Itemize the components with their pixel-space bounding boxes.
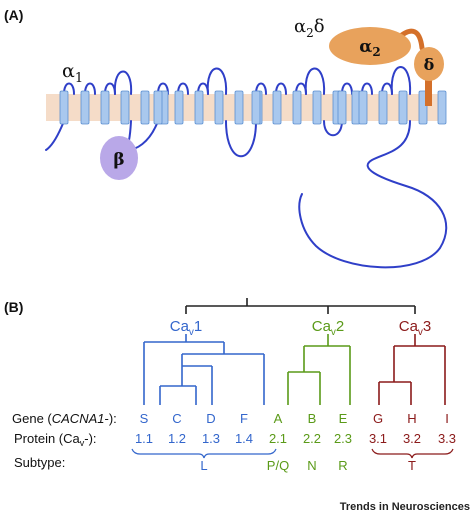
linker-iii-iv (323, 120, 343, 137)
transmembrane-segments (59, 90, 447, 125)
gene-label: G (373, 411, 383, 426)
pore-loop (206, 67, 228, 95)
gene-label: D (206, 411, 215, 426)
subtype-label: L (200, 458, 207, 473)
subtype-label: P/Q (267, 458, 289, 473)
tree-cav3 (378, 334, 446, 405)
gene-label: B (308, 411, 317, 426)
subtype-row-label: Subtype: (14, 455, 65, 470)
protein-label: 3.3 (438, 431, 456, 446)
gene-label: C (172, 411, 181, 426)
tm-segment (378, 90, 388, 125)
tm-segment (194, 90, 204, 125)
gene-label: E (339, 411, 348, 426)
tree-cav1 (143, 334, 265, 405)
alpha2delta-label: α2δ (294, 16, 325, 40)
tm-segment (214, 90, 224, 125)
protein-label: 2.3 (334, 431, 352, 446)
pore-loop (113, 70, 133, 95)
dendrogram (143, 298, 446, 405)
tree-cav2 (287, 334, 351, 405)
tm-segment (251, 90, 261, 125)
protein-label: 1.4 (235, 431, 253, 446)
tm-segment (59, 90, 69, 125)
subtype-label: T (408, 458, 416, 473)
tm-segment (312, 90, 322, 125)
delta-label: δ (424, 55, 435, 74)
gene-row-label: Gene (CACNA1-): (12, 411, 117, 426)
protein-label: 1.3 (202, 431, 220, 446)
protein-row-label: Protein (Cav-): (14, 431, 97, 448)
journal-footer: Trends in Neurosciences (340, 501, 470, 513)
delta-subunit (414, 47, 444, 81)
brace-l (131, 448, 277, 459)
tm-segment (140, 90, 150, 125)
n-terminus (45, 120, 65, 151)
tm-segment (80, 90, 90, 125)
beta-subunit (100, 136, 138, 180)
subtype-label: N (307, 458, 316, 473)
family-label-cav1: Cav1 (170, 318, 203, 338)
gene-label: I (445, 411, 449, 426)
protein-label: 1.1 (135, 431, 153, 446)
tm-segment (120, 90, 130, 125)
linker-ii-iii (225, 120, 257, 158)
tm-segment (337, 90, 347, 125)
pore-loop (390, 66, 412, 95)
tm-segment (100, 90, 110, 125)
gene-label: F (240, 411, 248, 426)
alpha2-subunit (329, 27, 411, 65)
tree-root (185, 298, 416, 314)
gene-label: S (140, 411, 149, 426)
panel-b-label: (B) (4, 299, 23, 315)
tm-segment (292, 90, 302, 125)
protein-label: 3.1 (369, 431, 387, 446)
beta-label: β (113, 150, 124, 170)
subtype-braces (131, 448, 454, 459)
family-label-cav2: Cav2 (312, 318, 345, 338)
tm-segment (234, 90, 244, 125)
gene-label: A (274, 411, 283, 426)
brace-t (371, 448, 454, 459)
tm-segment (153, 90, 163, 125)
delta-stem (425, 76, 432, 106)
protein-label: 3.2 (403, 431, 421, 446)
protein-label: 2.1 (269, 431, 287, 446)
tm-segment (272, 90, 282, 125)
gene-label: H (407, 411, 416, 426)
panel-a-label: (A) (4, 7, 23, 23)
pore-loop (304, 67, 326, 95)
leaf-labels: S C D F A B E G H I 1.1 1.2 1.3 1.4 2.1 2.2 2.3 3.1 3.2 3.3… (135, 411, 456, 473)
protein-label: 1.2 (168, 431, 186, 446)
alpha2-label: α2 (359, 37, 380, 59)
tm-segment (437, 90, 447, 125)
alpha1-label: α1 (62, 60, 83, 86)
family-label-cav3: Cav3 (399, 318, 432, 338)
tm-segment (174, 90, 184, 125)
subtype-label: R (338, 458, 347, 473)
tm-segment (358, 90, 368, 125)
c-terminus (298, 120, 448, 269)
tm-segment (398, 90, 408, 125)
protein-label: 2.2 (303, 431, 321, 446)
